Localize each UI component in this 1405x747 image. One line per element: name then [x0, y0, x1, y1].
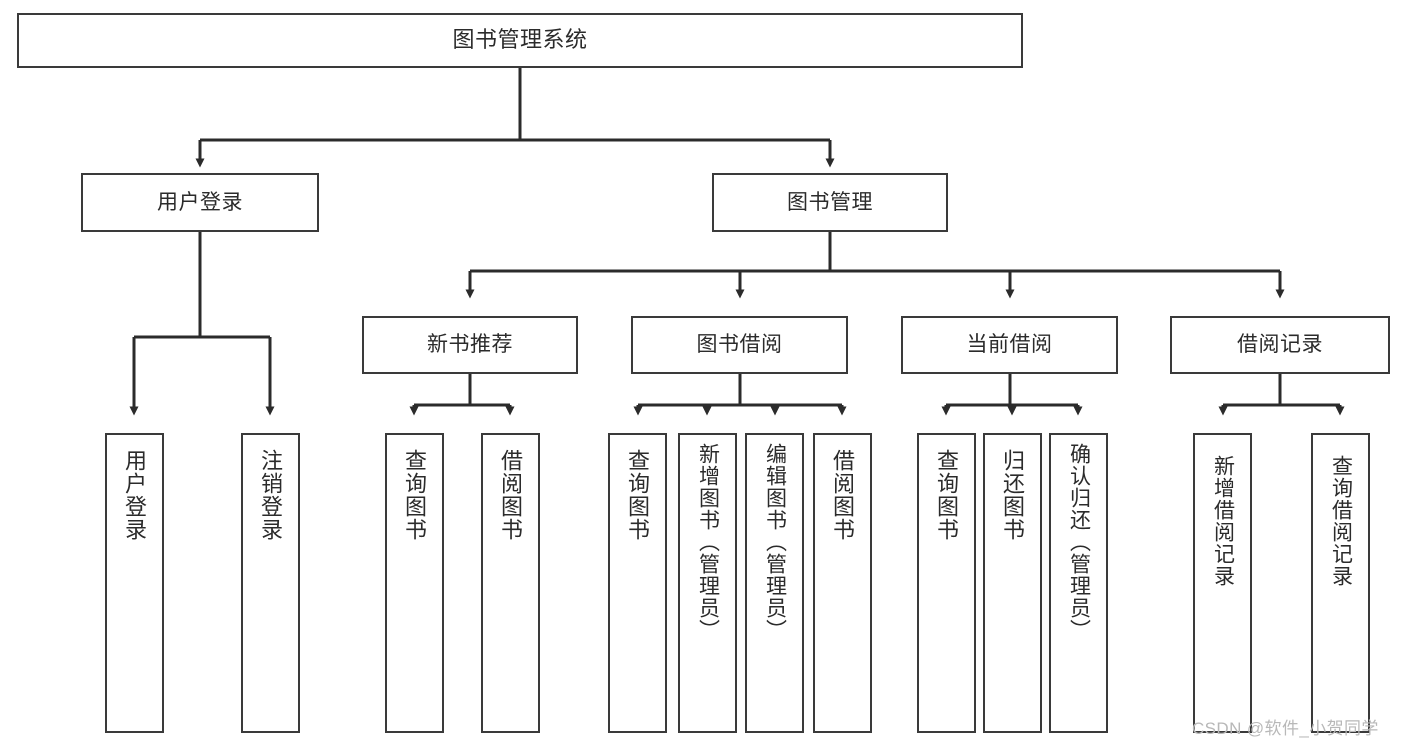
node-leaf-borrow-book-rec[interactable]: 借阅图书 [481, 433, 540, 733]
node-user-login-label: 用户登录 [157, 190, 243, 214]
node-book-borrow[interactable]: 图书借阅 [631, 316, 848, 374]
node-leaf-query-record[interactable]: 查询借阅记录 [1311, 433, 1370, 733]
node-current-borrow[interactable]: 当前借阅 [901, 316, 1118, 374]
node-leaf-edit-book[interactable]: 编辑图书（管理员） [745, 433, 804, 733]
node-leaf-logout-label: 注销登录 [258, 449, 284, 541]
node-leaf-borrow-book-rec-label: 借阅图书 [498, 449, 524, 541]
node-leaf-query-book-borrow[interactable]: 查询图书 [608, 433, 667, 733]
node-leaf-return-book-label: 归还图书 [1000, 449, 1026, 541]
node-book-manage-label: 图书管理 [787, 190, 873, 214]
node-root[interactable]: 图书管理系统 [17, 13, 1023, 68]
node-current-borrow-label: 当前借阅 [966, 333, 1053, 357]
node-leaf-add-book-label: 新增图书（管理员） [696, 443, 720, 641]
node-leaf-confirm-return-label: 确认归还（管理员） [1067, 443, 1091, 641]
node-user-login[interactable]: 用户登录 [81, 173, 319, 232]
node-borrow-record[interactable]: 借阅记录 [1170, 316, 1390, 374]
node-leaf-logout[interactable]: 注销登录 [241, 433, 300, 733]
node-leaf-borrow-book[interactable]: 借阅图书 [813, 433, 872, 733]
node-book-manage[interactable]: 图书管理 [712, 173, 948, 232]
node-leaf-user-login-label: 用户登录 [122, 449, 148, 541]
node-leaf-query-book-borrow-label: 查询图书 [625, 449, 651, 541]
node-leaf-add-record[interactable]: 新增借阅记录 [1193, 433, 1252, 733]
node-leaf-return-book[interactable]: 归还图书 [983, 433, 1042, 733]
node-root-label: 图书管理系统 [452, 27, 588, 53]
node-leaf-borrow-book-label: 借阅图书 [830, 449, 856, 541]
csdn-watermark: CSDN @软件_小贺同学 [1192, 719, 1379, 738]
node-borrow-record-label: 借阅记录 [1237, 333, 1323, 357]
node-book-borrow-label: 图书借阅 [696, 333, 783, 357]
node-leaf-query-book-current-label: 查询图书 [934, 449, 960, 541]
node-leaf-confirm-return[interactable]: 确认归还（管理员） [1049, 433, 1108, 733]
node-leaf-edit-book-label: 编辑图书（管理员） [763, 443, 787, 641]
node-new-book-rec[interactable]: 新书推荐 [362, 316, 578, 374]
node-leaf-query-book-rec[interactable]: 查询图书 [385, 433, 444, 733]
node-leaf-add-book[interactable]: 新增图书（管理员） [678, 433, 737, 733]
node-leaf-query-book-current[interactable]: 查询图书 [917, 433, 976, 733]
node-leaf-user-login[interactable]: 用户登录 [105, 433, 164, 733]
node-leaf-query-book-rec-label: 查询图书 [402, 449, 428, 541]
node-leaf-query-record-label: 查询借阅记录 [1329, 455, 1353, 587]
node-leaf-add-record-label: 新增借阅记录 [1211, 455, 1235, 587]
node-new-book-rec-label: 新书推荐 [427, 333, 513, 357]
